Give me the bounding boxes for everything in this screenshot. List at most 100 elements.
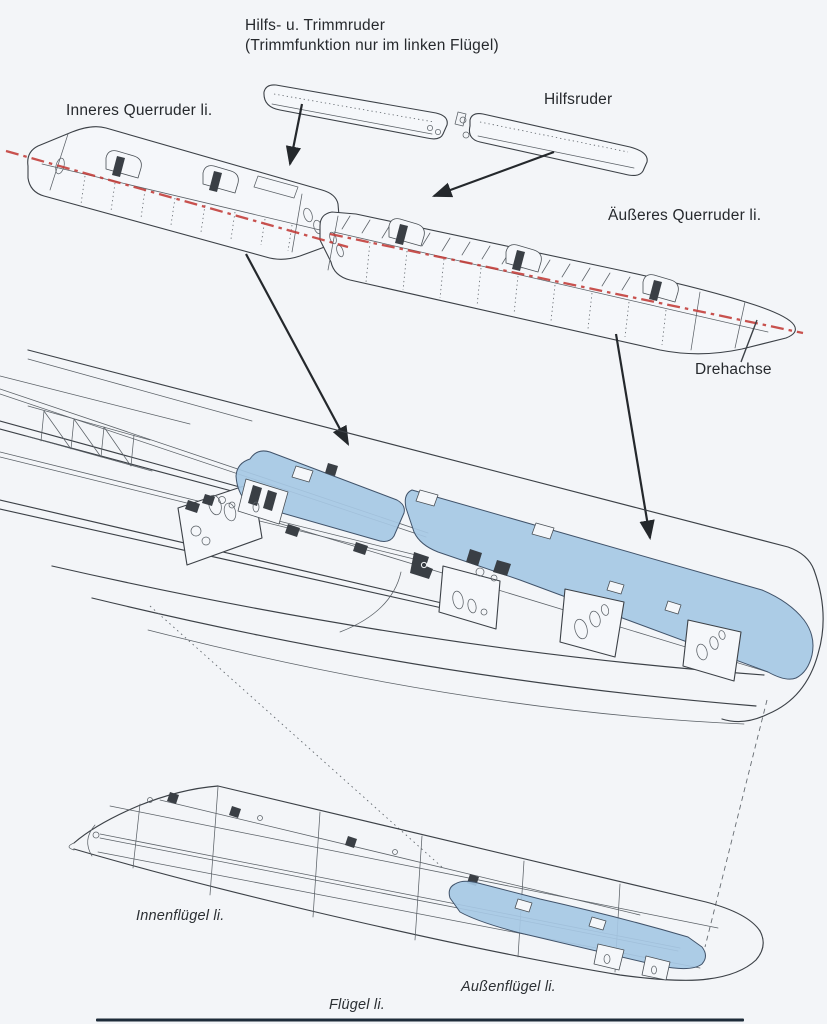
outer-aileron-end-rib [327,215,339,271]
rotation-axis-inner [5,149,349,249]
structure-line [254,515,769,673]
lightening-hole [696,643,708,661]
rod-end-fitting [353,542,368,555]
fitting [218,496,226,504]
wing-outline-top [73,785,761,932]
arrow-outer-aileron-to-wing [614,333,655,541]
outer-aileron-hinge-bracket [395,224,408,245]
hilfsruder-thickness-line [477,135,635,169]
end-rib-hole [252,501,260,513]
label-drehachse: Drehachse [695,361,772,378]
trailing-edge-line [147,629,745,725]
hinge-notch [664,600,682,615]
lightening-hole [190,525,202,537]
inner-aileron-hinge-bracket [209,171,222,192]
hinge-notch [514,898,533,913]
hinge-notch [588,916,607,931]
outer-aileron-hinge-bracket [649,280,662,301]
outer-aileron-face-divider [333,231,769,333]
hilfsruder-piece [454,111,648,177]
lightening-hole [480,608,488,616]
hinge-notch [415,489,439,507]
fitting [229,806,241,818]
wing-tip-curve [707,930,764,980]
trim-tab-edge-dots [273,93,435,123]
hinge-rib-bracket-small [641,955,671,981]
end-rib-face [237,478,289,525]
hinge-rib-face [593,943,625,971]
hilfsruder-hinge-hook [454,111,467,127]
arrow-inner-aileron-to-wing [245,253,350,446]
fitting [202,494,215,506]
outer-wing-structure-view [0,349,824,725]
structure-line [0,358,253,425]
hinge-rib-bracket [682,619,742,682]
label-aussenfluegel: Außenflügel li. [461,979,556,995]
trim-tab-hinge-pin [435,129,441,135]
label-hilfsruder: Hilfsruder [544,91,613,108]
lightening-hole [574,618,588,640]
wing-tip-outline [721,569,824,723]
lightening-hole [718,630,726,640]
exploded-view-ailerons [5,84,804,363]
hilfsruder-hinge-pin [459,116,467,124]
inner-aileron-hinge-bracket [112,156,125,177]
fitting [325,463,338,476]
flap-bay-curve [339,571,402,633]
hinge-notch [291,465,314,483]
label-innenfluegel: Innenflügel li. [136,908,225,924]
inner-aileron-endcap-line [49,133,69,191]
hinge-rib-bracket [559,588,625,658]
fitting [493,560,511,576]
hinge-notch [606,580,625,595]
lightening-hole [467,598,477,614]
truss-bracing [40,410,135,467]
trim-tab-outline [263,84,448,140]
label-trimmruder: Hilfs- u. Trimmruder (Trimmfunktion nur … [245,16,499,56]
hilfsruder-edge-dots [479,121,629,153]
trailing-edge-line [91,597,757,707]
fitting [345,836,357,848]
fitting [228,501,236,509]
label-trimmruder-line2: (Trimmfunktion nur im linken Flügel) [245,37,499,54]
arrow-trimtab-to-inner-aileron [285,103,304,167]
lightening-hole [223,502,237,522]
label-inneres-querruder: Inneres Querruder li. [66,102,213,119]
wing-root-nose [68,824,96,857]
mid-rib-box [438,549,511,630]
inner-bay-end-rib [237,478,289,525]
fitting [392,849,398,855]
drehachse-leader-line [740,319,758,363]
full-wing-overview [68,785,764,981]
lightening-hole [452,590,464,610]
bellcrank-fitting [410,552,433,579]
trim-tab-piece [263,84,448,140]
trim-tab-thickness-line [271,103,433,135]
outer-aileron-rib-dots [365,241,667,346]
label-trimmruder-line1: Hilfs- u. Trimmruder [245,17,386,34]
inner-aileron-tab-recess [253,175,299,199]
fitting [167,792,179,804]
trailing-edge-line [51,565,765,676]
label-fluegel: Flügel li. [329,997,385,1013]
hilfsruder-hinge-pin [462,131,470,139]
lightening-hole [589,610,601,628]
rod-end-fitting [285,524,300,537]
fitting [147,797,153,803]
hinge-notch [531,522,555,540]
label-aeusseres-querruder: Äußeres Querruder li. [608,207,762,224]
inner-aileron-rib-dots [80,175,293,252]
wing-outline-bottom [73,848,709,981]
lightening-hole [201,536,211,546]
leader-dashed-to-bottom-tip [704,699,768,948]
hinge-bracket [263,490,277,511]
inner-aileron-end-hole [303,207,313,223]
hinge-rib-bracket-small [593,943,625,971]
lightening-hole [709,636,719,650]
scan-edge-line [96,1018,744,1022]
lightening-hole [600,604,610,616]
rod-end-fitting [185,500,200,513]
overview-aileron-highlight [448,880,706,970]
